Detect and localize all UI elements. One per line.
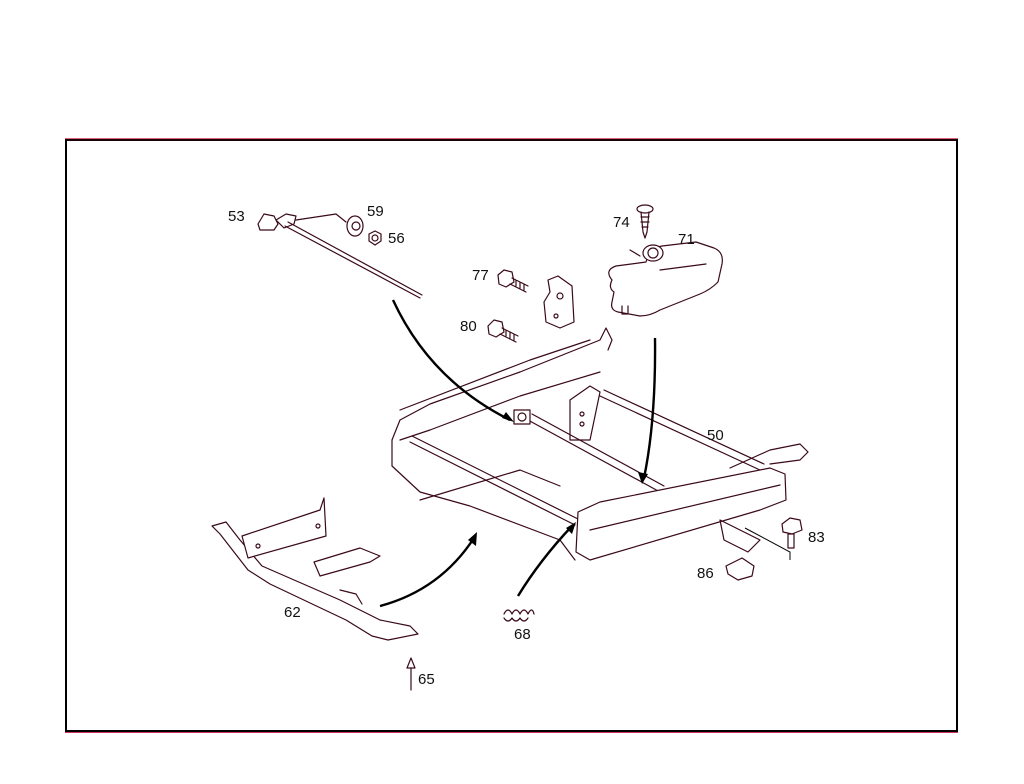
callout-74: 74 xyxy=(613,214,630,231)
arrow-housing-to-frame xyxy=(642,337,657,479)
callout-56: 56 xyxy=(388,230,405,247)
leader-lines xyxy=(744,527,791,560)
part-86-clip xyxy=(725,557,755,581)
callout-62: 62 xyxy=(284,604,301,621)
diagram-frame xyxy=(65,139,958,732)
assembly-arrows xyxy=(379,299,657,608)
callout-68: 68 xyxy=(514,626,531,643)
part-65-pin xyxy=(406,657,416,691)
part-56-nut xyxy=(368,230,382,246)
callout-77: 77 xyxy=(472,267,489,284)
part-80-bolt xyxy=(487,319,519,343)
callout-50: 50 xyxy=(707,427,724,444)
callout-53: 53 xyxy=(228,208,245,225)
bracket-plate xyxy=(543,275,575,329)
part-68-spring xyxy=(503,609,535,622)
part-62-lower-frame xyxy=(211,497,419,641)
part-71-housing xyxy=(608,241,723,317)
callout-83: 83 xyxy=(808,529,825,546)
part-59-washer xyxy=(346,215,364,237)
arrow-cable-to-frame xyxy=(391,299,511,422)
callout-71: 71 xyxy=(678,231,695,248)
arrow-lower-frame xyxy=(379,537,476,608)
part-53-cable xyxy=(257,213,423,299)
callout-86: 86 xyxy=(697,565,714,582)
callout-59: 59 xyxy=(367,203,384,220)
part-83-bolt xyxy=(781,517,803,549)
callout-80: 80 xyxy=(460,318,477,335)
part-74-screw xyxy=(636,204,654,239)
part-50-seat-frame xyxy=(391,327,809,561)
arrow-spring xyxy=(516,525,573,597)
part-77-bolt xyxy=(497,269,529,293)
callout-65: 65 xyxy=(418,671,435,688)
